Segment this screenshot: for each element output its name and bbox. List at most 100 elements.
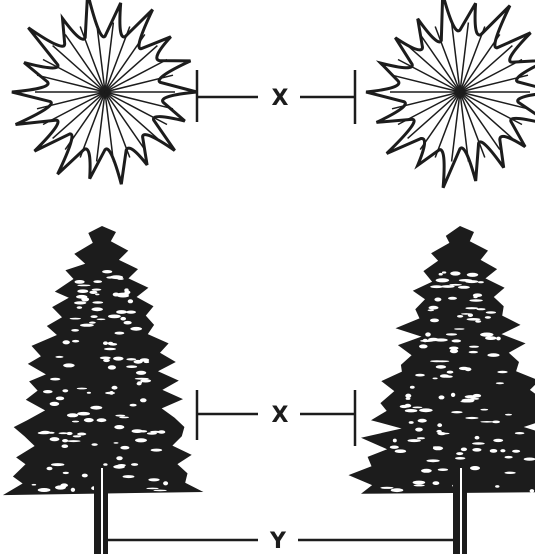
foliage-highlight [93, 280, 102, 283]
foliage-highlight [410, 386, 415, 389]
foliage-highlight [439, 273, 443, 276]
foliage-highlight [103, 341, 108, 345]
foliage-highlight [91, 315, 98, 318]
foliage-highlight [449, 347, 458, 350]
foliage-highlight [475, 436, 480, 440]
foliage-highlight [136, 371, 146, 375]
foliage-highlight [89, 291, 97, 294]
foliage-highlight [67, 413, 78, 417]
foliage-highlight [100, 357, 111, 360]
foliage-highlight [77, 412, 90, 416]
foliage-highlight [103, 463, 107, 466]
foliage-highlight [151, 449, 163, 452]
foliage-highlight [447, 371, 454, 374]
foliage-highlight [114, 425, 124, 429]
foliage-highlight [62, 444, 69, 448]
foliage-highlight [469, 346, 479, 348]
foliage-highlight [115, 332, 125, 335]
foliage-highlight [391, 488, 404, 492]
tree-elevation-right [349, 226, 535, 554]
foliage-highlight [116, 456, 122, 460]
foliage-highlight [90, 406, 102, 410]
foliage-highlight [425, 332, 431, 336]
foliage-highlight [97, 418, 107, 422]
foliage-highlight [419, 344, 428, 348]
foliage-highlight [120, 317, 126, 321]
foliage-highlight [126, 358, 136, 360]
foliage-highlight [472, 448, 481, 452]
foliage-highlight [72, 340, 79, 343]
foliage-highlight [497, 371, 507, 374]
foliage-highlight [63, 472, 69, 474]
foliage-highlight [63, 363, 75, 367]
foliage-highlight [442, 271, 446, 273]
foliage-highlight [435, 360, 449, 362]
foliage-highlight [126, 311, 136, 314]
foliage-highlight [95, 294, 99, 296]
foliage-highlight [467, 273, 479, 277]
foliage-highlight [438, 432, 446, 435]
foliage-highlight [139, 430, 147, 432]
foliage-highlight [504, 472, 515, 474]
foliage-highlight [423, 339, 428, 342]
foliage-highlight [62, 340, 69, 344]
foliage-highlight [119, 417, 129, 419]
tree-elevation-left [3, 226, 204, 554]
foliage-highlight [84, 418, 94, 422]
foliage-highlight [470, 466, 480, 470]
foliage-highlight [120, 446, 129, 450]
foliage-highlight [128, 299, 133, 303]
bottom-dimension-label: X [272, 403, 289, 428]
foliage-highlight [404, 404, 411, 408]
foliage-highlight [512, 450, 520, 453]
foliage-highlight [77, 289, 88, 293]
foliage-highlight [108, 342, 114, 345]
elevation-view-row: X Y [3, 226, 535, 554]
foliage-highlight [130, 327, 142, 331]
foliage-highlight [43, 390, 53, 393]
foliage-highlight [153, 490, 167, 492]
foliage-highlight [486, 311, 496, 314]
trunk-highlight-right [460, 468, 462, 554]
foliage-highlight [469, 351, 478, 353]
foliage-highlight [459, 367, 469, 370]
foliage-highlight [490, 449, 498, 453]
foliage-highlight [480, 421, 493, 423]
foliage-highlight [106, 276, 113, 278]
foliage-highlight [50, 378, 60, 381]
foliage-highlight [505, 414, 512, 416]
foliage-highlight [118, 293, 130, 296]
foliage-highlight [413, 481, 426, 485]
top-dimension-label: X [272, 86, 289, 111]
foliage-highlight [428, 309, 434, 311]
foliage-highlight [405, 409, 418, 412]
foliage-highlight [437, 423, 442, 427]
foliage-highlight [116, 310, 127, 314]
foliage-highlight [438, 468, 448, 471]
foliage-highlight [493, 439, 503, 442]
foliage-highlight [135, 378, 149, 380]
plan-view-row: X [12, 0, 535, 188]
foliage-highlight [48, 432, 55, 434]
foliage-highlight [429, 306, 439, 310]
foliage-highlight [146, 488, 159, 490]
foliage-highlight [434, 338, 448, 341]
foliage-highlight [108, 315, 121, 319]
foliage-highlight [73, 435, 82, 437]
foliage-highlight [415, 428, 423, 432]
foliage-highlight [448, 297, 457, 300]
foliage-highlight [148, 478, 159, 481]
foliage-highlight [380, 487, 393, 489]
foliage-highlight [408, 439, 421, 442]
foliage-highlight [77, 285, 90, 287]
foliage-highlight [77, 433, 86, 436]
foliage-highlight [419, 408, 433, 412]
foliage-highlight [433, 378, 438, 380]
foliage-highlight [92, 301, 103, 304]
foliage-highlight [82, 474, 88, 478]
foliage-highlight [72, 421, 79, 423]
foliage-highlight [55, 485, 66, 489]
foliage-highlight [62, 389, 68, 392]
foliage-highlight [163, 481, 168, 485]
